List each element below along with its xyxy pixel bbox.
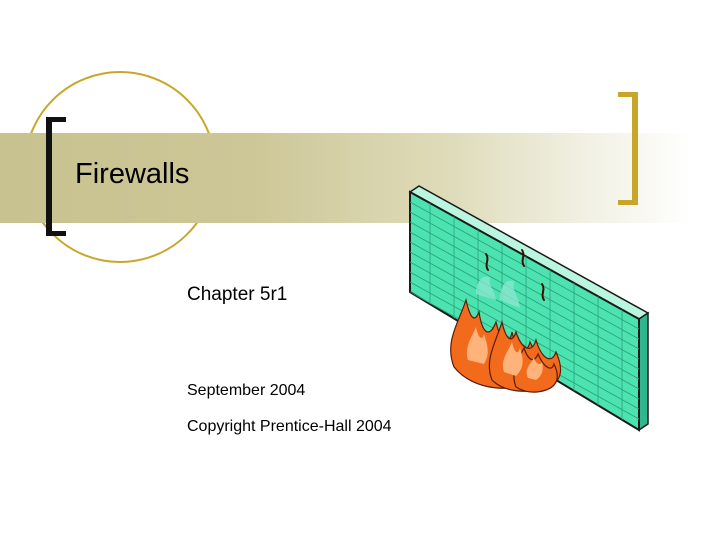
- title-band: [0, 133, 720, 223]
- date-line: September 2004: [187, 382, 306, 399]
- slide-subtitle: Chapter 5r1: [187, 284, 288, 305]
- left-bracket: [46, 117, 66, 236]
- slide-title: Firewalls: [75, 158, 190, 190]
- firewall-icon: [408, 185, 650, 432]
- copyright-line: Copyright Prentice-Hall 2004: [187, 418, 392, 435]
- right-bracket: [618, 92, 638, 205]
